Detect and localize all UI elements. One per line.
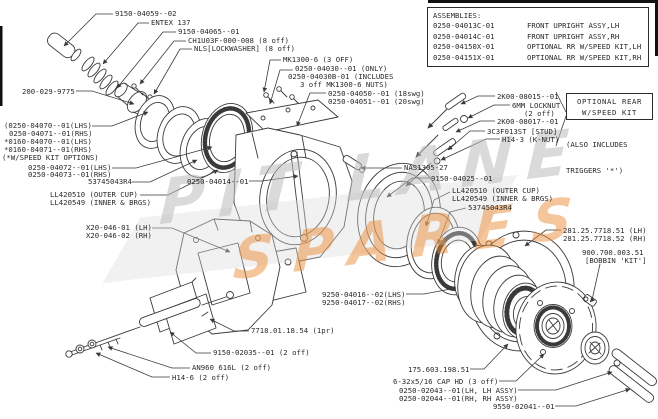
speed-kit-line1: OPTIONAL REAR <box>577 97 642 106</box>
part-label: 281.25.7718.52 (RH) <box>563 234 647 243</box>
speed-kit-studs <box>405 92 468 187</box>
assembly-description: OPTIONAL RR W/SPEED KIT,RH <box>527 52 642 62</box>
part-label: 0250-04071--01(RHS) <box>9 129 93 138</box>
part-label: NLS[LOCKWASHER] (8 off) <box>194 44 296 53</box>
part-label: *0160-04071--01(RHS) <box>4 145 92 154</box>
assembly-part-number: 0250-04151X-01 <box>433 52 495 62</box>
assembly-part-number: 0250-04013C-01 <box>433 21 495 30</box>
part-label: 9150-02035--01 (2 off) <box>213 348 310 357</box>
part-label: 200-029-9775 <box>22 87 75 96</box>
part-label: 9150-04059--02 <box>115 9 177 18</box>
part-label: H14-6 (2 off) <box>172 373 230 382</box>
part-label: 281.25.7718.51 (LH) <box>563 226 647 235</box>
part-label: 0250-04073--01(RHS) <box>28 170 112 179</box>
speed-kit-note-line2: TRIGGERS '*') <box>566 165 624 175</box>
part-label: LL420510 (OUTER CUP) <box>50 190 138 199</box>
part-label: AN960 616L (2 off) <box>192 363 272 372</box>
assembly-row: 0250-04151X-01 OPTIONAL RR W/SPEED KIT,R… <box>433 53 643 64</box>
part-label: 9250-04016--02(LHS) <box>322 290 406 299</box>
speed-kit-note-line1: (ALSO INCLUDES <box>566 140 628 149</box>
part-label: 6MM LOCKNUT <box>512 101 561 110</box>
part-label: LL420549 (INNER & BRGS) <box>452 194 554 203</box>
stub-axle-part <box>47 32 82 62</box>
part-label: 0250-04030--01 (ONLY) <box>295 64 388 73</box>
assemblies-box: ASSEMBLIES: 0250-04013C-01 FRONT UPRIGHT… <box>427 7 649 67</box>
part-label: 0250-04030B-01 (INCLUDES <box>288 72 394 81</box>
link-arm <box>290 150 308 242</box>
part-label: LL420549 (INNER & BRGS) <box>50 198 152 207</box>
part-label: CH1U03F-000-008 (8 off) <box>188 36 290 45</box>
pushrod <box>65 291 234 358</box>
part-label: 2K00-08015--01 <box>497 92 559 101</box>
part-label: 9250-04017--02(RHS) <box>322 298 406 307</box>
assembly-description: FRONT UPRIGHT ASSY,LH <box>527 21 620 30</box>
trigger-wheel <box>515 281 597 375</box>
part-label: (0250-04070--01(LHS) <box>4 121 92 130</box>
part-label: 6-32x5/16 CAP HD (3 off) <box>393 377 499 386</box>
scan-edge-artifacts <box>0 0 658 106</box>
part-label: MK1300-6 (3 OFF) <box>283 55 354 64</box>
assembly-row: 0250-04150X-01 OPTIONAL RR W/SPEED KIT,L… <box>433 42 643 53</box>
assembly-part-number: 0250-04014C-01 <box>433 31 495 41</box>
part-label: 900.700.003.51 <box>582 248 644 257</box>
part-label: 9150-04025--01 <box>431 174 493 183</box>
part-label: 53745043R4 <box>468 203 512 212</box>
part-label: 0250-04050--01 (18swg) <box>328 89 425 98</box>
part-label: 9550-02041--01 <box>493 402 555 411</box>
part-label: H14-3 (K-NUT) <box>502 135 560 144</box>
assembly-row: 0250-04014C-01 FRONT UPRIGHT ASSY,RH <box>433 32 643 43</box>
speed-kit-line2: W/SPEED KIT <box>582 108 637 117</box>
part-label: 3 off MK1300-6 NUTS) <box>300 80 388 89</box>
assembly-description: FRONT UPRIGHT ASSY,RH <box>527 31 620 41</box>
part-label: (2 off) <box>524 109 555 118</box>
part-label: 53745043R4 <box>88 177 132 186</box>
part-label: NAS1305-27 <box>404 163 448 172</box>
speed-kit-box: OPTIONAL REAR W/SPEED KIT <box>566 93 653 120</box>
upright-top-plate <box>245 99 339 133</box>
part-label: X20-046-02 (RH) <box>86 231 152 240</box>
part-label: *0160-04070--01(LHS) <box>4 137 92 146</box>
hub-cap <box>580 331 610 365</box>
assembly-part-number: 0250-04150X-01 <box>433 42 495 51</box>
spring-part <box>81 56 119 96</box>
part-label: 0250-02043--01(LH, LH ASSY) <box>399 386 518 395</box>
part-label: 2K00-08017--01 <box>497 117 559 126</box>
part-label: ENTEX 137 <box>151 18 191 27</box>
part-label: 7718.01.18.54 (1pr) <box>251 326 335 335</box>
part-label: 175.603.198.51 <box>408 365 470 374</box>
assembly-description: OPTIONAL RR W/SPEED KIT,LH <box>527 42 642 51</box>
leader-lines <box>63 13 631 407</box>
sensor-fork <box>608 348 657 403</box>
part-label: 0250-04014--01 <box>187 177 249 186</box>
part-label: LL420510 (OUTER CUP) <box>452 186 540 195</box>
part-label: X20-046-01 (LH) <box>86 223 152 232</box>
assemblies-title: ASSEMBLIES: <box>433 11 482 20</box>
assembly-row: 0250-04013C-01 FRONT UPRIGHT ASSY,LH <box>433 21 643 32</box>
part-label: 0250-02044--01(RH, RH ASSY) <box>399 394 518 403</box>
part-label: 0250-04051--01 (20swg) <box>328 97 425 106</box>
part-label: 0250-04072--01(LHS) <box>28 163 112 172</box>
part-label: 3C3F013ST [STUD] <box>487 127 558 136</box>
part-label: [BOBBIN 'KIT'] <box>585 256 647 265</box>
part-label: (*W/SPEED KIT OPTIONS) <box>2 153 99 162</box>
speed-kit-note: (ALSO INCLUDES TRIGGERS '*') <box>566 124 628 192</box>
part-label: 9150-04065--01 <box>178 27 240 36</box>
